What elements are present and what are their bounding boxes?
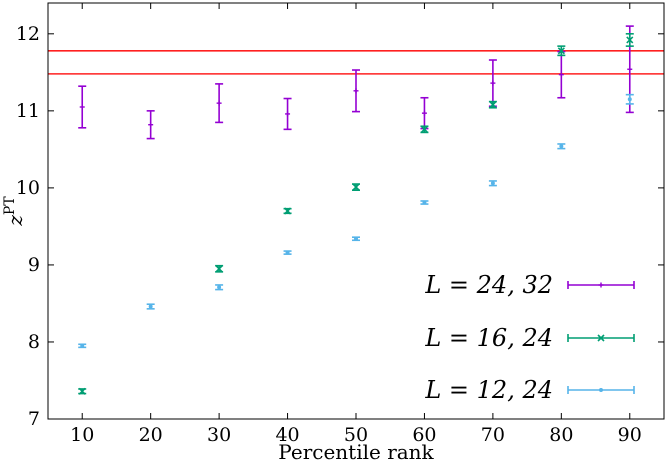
data-point-b bbox=[489, 101, 497, 109]
series-3 bbox=[78, 93, 634, 349]
x-tick-label: 10 bbox=[70, 424, 94, 446]
data-point bbox=[354, 236, 358, 241]
data-point bbox=[285, 250, 290, 255]
legend-marker-b bbox=[597, 334, 605, 342]
legend-label: L = 24, 32 bbox=[424, 271, 553, 299]
data-point-b bbox=[352, 183, 360, 191]
data-point bbox=[80, 343, 85, 348]
y-tick-label: 9 bbox=[28, 254, 40, 276]
y-tick-label: 12 bbox=[16, 23, 40, 45]
data-point-b bbox=[557, 47, 565, 55]
data-point bbox=[559, 144, 564, 149]
data-point-b bbox=[420, 125, 429, 133]
data-point bbox=[627, 97, 632, 102]
x-tick-label: 80 bbox=[549, 424, 573, 446]
y-axis-title-sup: PT bbox=[2, 196, 18, 215]
y-tick-label: 10 bbox=[16, 177, 40, 199]
y-tick-label: 11 bbox=[16, 100, 40, 122]
x-tick-label: 50 bbox=[344, 424, 368, 446]
legend-label: L = 16, 24 bbox=[424, 324, 553, 352]
x-tick-label: 30 bbox=[207, 424, 231, 446]
data-point-b bbox=[283, 207, 292, 215]
data-point-b bbox=[78, 387, 86, 395]
x-tick-label: 60 bbox=[412, 424, 436, 446]
data-point-b bbox=[626, 36, 634, 44]
y-tick-label: 8 bbox=[28, 331, 40, 353]
data-point bbox=[490, 181, 495, 186]
x-tick-label: 40 bbox=[275, 424, 299, 446]
data-point bbox=[217, 285, 222, 290]
y-axis-title-main: z bbox=[3, 215, 27, 227]
legend-label: L = 12, 24 bbox=[424, 376, 553, 404]
data-point bbox=[148, 304, 153, 309]
x-tick-label: 90 bbox=[618, 424, 642, 446]
x-tick-label: 70 bbox=[481, 424, 505, 446]
legend-marker bbox=[599, 388, 603, 392]
plot-background bbox=[48, 3, 664, 419]
x-axis-title: Percentile rank bbox=[278, 440, 434, 462]
data-point bbox=[422, 200, 427, 205]
data-point-b bbox=[215, 265, 223, 273]
y-tick-label: 7 bbox=[28, 408, 40, 430]
series-1 bbox=[78, 25, 634, 140]
series-2 bbox=[78, 33, 634, 395]
x-tick-label: 20 bbox=[139, 424, 163, 446]
y-axis-title: zPT bbox=[2, 196, 27, 227]
